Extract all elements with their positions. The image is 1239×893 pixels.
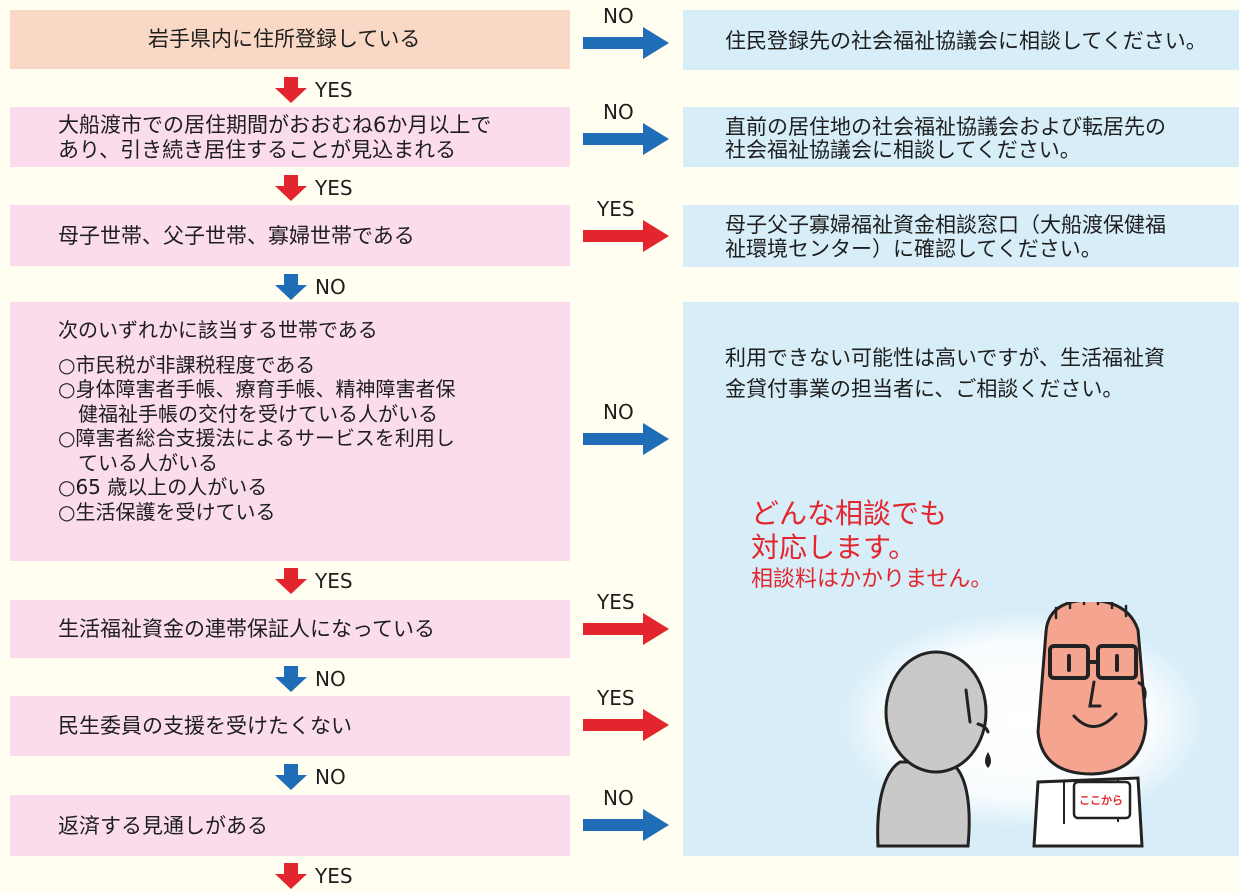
question-box-single-parent: 母子世帯、父子世帯、寡婦世帯である (10, 205, 570, 266)
right-arrow-icon (583, 809, 669, 841)
pink-man: ここから (1032, 602, 1148, 848)
question-text: 民生委員の支援を受けたくない (58, 714, 352, 738)
question-box-welfare-commissioner: 民生委員の支援を受けたくない (10, 696, 570, 756)
result-text: 住民登録先の社会福祉協議会に相談してください。 (725, 29, 1207, 53)
side-arrow-yes: YES (583, 198, 673, 256)
side-arrow-yes: YES (583, 687, 673, 745)
down-arrow-icon (275, 764, 307, 790)
side-arrow-no: NO (583, 5, 673, 63)
right-arrow-icon (583, 613, 669, 645)
condition-item: ○65 歳以上の人がいる (58, 475, 268, 499)
result-text: 祉環境センター）に確認してください。 (725, 237, 1102, 261)
question-box-household-conditions: 次のいずれかに該当する世帯である ○市民税が非課税程度である ○身体障害者手帳、… (10, 302, 570, 561)
question-text: 岩手県内に住所登録している (148, 27, 421, 51)
down-arrow-icon (275, 666, 307, 692)
down-arrow-no: NO (275, 665, 445, 693)
arrow-label: NO (603, 4, 634, 28)
condition-list: 次のいずれかに該当する世帯である ○市民税が非課税程度である ○身体障害者手帳、… (58, 318, 455, 524)
arrow-label: YES (597, 590, 635, 614)
arrow-label: NO (603, 400, 634, 424)
arrow-label: YES (315, 569, 353, 593)
result-text: 社会福祉協議会に相談してください。 (725, 138, 1081, 162)
condition-item: ○市民税が非課税程度である (58, 352, 316, 377)
question-text: 返済する見通しがある (58, 814, 268, 838)
arrow-label: NO (603, 100, 634, 124)
arrow-label: YES (315, 864, 353, 888)
result-box-single-parent-office: 母子父子寡婦福祉資金相談窓口（大船渡保健福 祉環境センター）に確認してください。 (683, 205, 1239, 267)
side-arrow-yes: YES (583, 591, 673, 649)
down-arrow-icon (275, 568, 307, 594)
question-box-residence-period: 大船渡市での居住期間がおおむね6か月以上で あり、引き続き居住することが見込まれ… (10, 107, 570, 167)
arrow-label: NO (315, 765, 346, 789)
question-box-resident: 岩手県内に住所登録している (10, 10, 570, 69)
result-box-consultation: 利用できない可能性は高いですが、生活福祉資 金貸付事業の担当者に、ご相談ください… (683, 302, 1239, 856)
down-arrow-yes: YES (275, 862, 445, 890)
right-arrow-icon (583, 423, 669, 455)
right-arrow-icon (583, 709, 669, 741)
arrow-label: YES (315, 176, 353, 200)
right-arrow-icon (583, 27, 669, 59)
name-badge-icon (1072, 780, 1132, 820)
side-arrow-no: NO (583, 401, 673, 459)
badge-text: ここから (1079, 794, 1123, 807)
free-consultation-message: どんな相談でも 対応します。 相談料はかかりません。 (751, 497, 992, 595)
down-arrow-yes: YES (275, 76, 445, 104)
arrow-label: NO (603, 786, 634, 810)
condition-title: 次のいずれかに該当する世帯である (58, 318, 378, 342)
question-box-repayment: 返済する見通しがある (10, 795, 570, 856)
condition-item: 健福祉手帳の交付を受けている人がいる (58, 401, 438, 426)
side-arrow-no: NO (583, 101, 673, 159)
arrow-label: YES (315, 78, 353, 102)
down-arrow-icon (275, 175, 307, 201)
down-arrow-yes: YES (275, 567, 445, 595)
result-box-previous-council: 直前の居住地の社会福祉協議会および転居先の 社会福祉協議会に相談してください。 (683, 107, 1239, 167)
consultation-illustration: ここから (838, 602, 1208, 848)
down-arrow-no: NO (275, 763, 445, 791)
arrow-label: YES (597, 686, 635, 710)
right-arrow-icon (583, 220, 669, 252)
condition-item: ている人がいる (58, 450, 218, 475)
condition-item: ○障害者総合支援法によるサービスを利用し (58, 426, 455, 450)
down-arrow-icon (275, 863, 307, 889)
question-text: 大船渡市での居住期間がおおむね6か月以上で (58, 113, 492, 137)
result-text: 金貸付事業の担当者に、ご相談ください。 (725, 377, 1124, 401)
right-arrow-icon (583, 123, 669, 155)
question-text: 母子世帯、父子世帯、寡婦世帯である (58, 224, 415, 248)
arrow-label: NO (315, 275, 346, 299)
arrow-label: NO (315, 667, 346, 691)
side-arrow-no: NO (583, 787, 673, 845)
condition-item: ○身体障害者手帳、療育手帳、精神障害者保 (58, 377, 456, 401)
result-text: 母子父子寡婦福祉資金相談窓口（大船渡保健福 (725, 213, 1166, 237)
question-box-guarantor: 生活福祉資金の連帯保証人になっている (10, 600, 570, 658)
grey-person (876, 650, 991, 848)
message-line: 相談料はかかりません。 (751, 567, 993, 592)
down-arrow-icon (275, 77, 307, 103)
result-text: 利用できない可能性は高いですが、生活福祉資 (725, 346, 1165, 370)
question-text: 生活福祉資金の連帯保証人になっている (58, 617, 435, 641)
down-arrow-no: NO (275, 273, 445, 301)
condition-item: ○生活保護を受けている (58, 499, 276, 524)
down-arrow-icon (275, 274, 307, 300)
message-line: 対応します。 (751, 531, 917, 564)
arrow-label: YES (597, 197, 635, 221)
result-box-local-council: 住民登録先の社会福祉協議会に相談してください。 (683, 10, 1239, 70)
result-text: 直前の居住地の社会福祉協議会および転居先の (725, 115, 1166, 139)
question-text: あり、引き続き居住することが見込まれる (58, 138, 457, 162)
message-line: どんな相談でも (751, 497, 948, 530)
down-arrow-yes: YES (275, 174, 445, 202)
